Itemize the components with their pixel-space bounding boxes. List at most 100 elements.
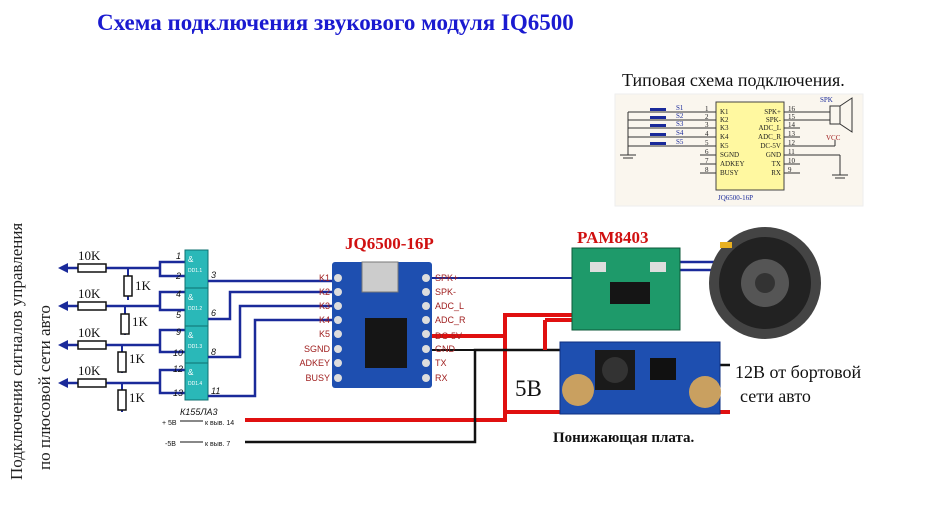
svg-text:RX: RX xyxy=(435,373,448,383)
typical-right-pin-number: 11 xyxy=(788,148,795,156)
typical-right-pin-label: ADC_L xyxy=(758,124,781,132)
side-label-line2: по плюсовой сети авто xyxy=(35,305,54,470)
svg-text:S2: S2 xyxy=(676,112,684,120)
jq6500-module xyxy=(332,261,432,388)
svg-text:6: 6 xyxy=(211,308,216,318)
svg-text:TX: TX xyxy=(435,358,447,368)
svg-text:5: 5 xyxy=(176,310,182,320)
logic-chip-name: К155ЛА3 xyxy=(180,407,218,417)
typical-left-pin-label: BUSY xyxy=(720,169,739,177)
svg-text:&: & xyxy=(188,255,194,264)
typical-right-pin-number: 12 xyxy=(788,139,796,147)
power-labels: + 5В к выв. 14 -5В к выв. 7 xyxy=(162,420,234,448)
typical-left-pin-number: 1 xyxy=(705,105,709,113)
svg-text:K2: K2 xyxy=(319,287,330,297)
svg-text:DC-5V: DC-5V xyxy=(435,331,462,341)
svg-text:11: 11 xyxy=(211,386,220,396)
typical-right-pin-label: ADC_R xyxy=(758,133,781,141)
resistors xyxy=(77,263,133,411)
svg-text:DD1.4: DD1.4 xyxy=(188,381,202,387)
svg-text:к выв. 7: к выв. 7 xyxy=(205,441,230,448)
typical-left-pin-label: K5 xyxy=(720,142,729,150)
typical-left-pin-label: K2 xyxy=(720,116,729,124)
svg-text:&: & xyxy=(188,331,194,340)
svg-text:-5В: -5В xyxy=(165,441,176,448)
resistor-labels: 10K 10K 10K 10K 1K 1K 1K 1K xyxy=(78,248,152,405)
typical-right-pin-number: 14 xyxy=(788,121,796,129)
svg-text:&: & xyxy=(188,293,194,302)
typical-left-pin-label: K4 xyxy=(720,133,729,141)
svg-text:1: 1 xyxy=(176,251,181,261)
svg-text:SPK: SPK xyxy=(820,96,833,104)
typical-left-pin-label: K3 xyxy=(720,124,729,132)
svg-text:VCC: VCC xyxy=(826,134,841,142)
typical-right-pin-label: RX xyxy=(771,169,781,177)
svg-text:SPK+: SPK+ xyxy=(435,273,458,283)
typical-right-pin-label: DC-5V xyxy=(760,142,781,150)
svg-text:9: 9 xyxy=(176,327,181,337)
typical-title: Типовая схема подключения. xyxy=(622,70,845,90)
svg-text:1K: 1K xyxy=(132,314,149,329)
logic-chip-k155la3: &DD1.1 &DD1.2 &DD1.3 &DD1.4 12 45 910 12… xyxy=(173,249,220,417)
svg-text:10K: 10K xyxy=(78,325,101,340)
svg-text:ADC_L: ADC_L xyxy=(435,301,464,311)
gate-output-wires xyxy=(208,279,338,398)
svg-text:S5: S5 xyxy=(676,138,684,146)
svg-text:4: 4 xyxy=(176,289,181,299)
svg-text:K5: K5 xyxy=(319,329,330,339)
svg-text:3: 3 xyxy=(211,270,216,280)
buck-in-label-line1: 12В от бортовой xyxy=(735,362,862,382)
buck-out-label: 5В xyxy=(515,376,542,401)
diagram-title: Схема подключения звукового модуля IQ650… xyxy=(97,10,574,35)
svg-text:2: 2 xyxy=(175,271,181,281)
amplifier-title: PAM8403 xyxy=(577,228,648,247)
typical-left-pin-number: 4 xyxy=(705,130,709,138)
svg-text:10K: 10K xyxy=(78,286,101,301)
typical-left-pin-number: 5 xyxy=(705,139,709,147)
svg-text:10K: 10K xyxy=(78,248,101,263)
svg-text:DD1.3: DD1.3 xyxy=(188,344,202,350)
svg-text:DD1.2: DD1.2 xyxy=(188,306,202,312)
typical-right-pin-label: SPK- xyxy=(766,116,782,124)
svg-text:SPK-: SPK- xyxy=(435,287,456,297)
typical-right-pin-number: 9 xyxy=(788,166,792,174)
typical-left-pin-number: 8 xyxy=(705,166,709,174)
svg-text:S3: S3 xyxy=(676,120,684,128)
svg-text:ADC_R: ADC_R xyxy=(435,315,466,325)
module-pins xyxy=(334,274,430,382)
typical-left-pin-number: 2 xyxy=(705,113,709,121)
svg-text:10K: 10K xyxy=(78,363,101,378)
input-arrows xyxy=(58,263,68,388)
typical-left-pin-number: 7 xyxy=(705,157,709,165)
buck-caption: Понижающая плата. xyxy=(553,430,695,446)
svg-text:S1: S1 xyxy=(676,104,684,112)
svg-text:K3: K3 xyxy=(319,301,330,311)
svg-text:S4: S4 xyxy=(676,129,684,137)
svg-text:13: 13 xyxy=(173,388,183,398)
svg-text:BUSY: BUSY xyxy=(305,373,330,383)
svg-text:1K: 1K xyxy=(129,351,146,366)
svg-text:JQ6500-16P: JQ6500-16P xyxy=(718,194,753,202)
plus5v-wire xyxy=(245,313,580,422)
svg-text:12: 12 xyxy=(173,364,183,374)
typical-right-pin-number: 13 xyxy=(788,130,796,138)
svg-text:8: 8 xyxy=(211,347,216,357)
typical-left-pin-label: SGND xyxy=(720,151,739,159)
typical-right-pin-number: 16 xyxy=(788,105,796,113)
svg-text:ADKEY: ADKEY xyxy=(299,358,330,368)
pam8403-board xyxy=(571,247,681,331)
ground-wire xyxy=(245,348,565,444)
typical-left-pin-number: 6 xyxy=(705,148,709,156)
typical-right-pin-number: 10 xyxy=(788,157,796,165)
typical-right-pin-number: 15 xyxy=(788,113,796,121)
typical-left-pin-label: ADKEY xyxy=(720,160,745,168)
buck-converter-board xyxy=(559,341,721,415)
typical-right-pin-label: GND xyxy=(766,151,781,159)
svg-text:SGND: SGND xyxy=(304,344,331,354)
typical-right-pin-label: SPK+ xyxy=(764,108,781,116)
module-title: JQ6500-16P xyxy=(345,234,434,253)
buck-in-label-line2: сети авто xyxy=(740,386,811,406)
